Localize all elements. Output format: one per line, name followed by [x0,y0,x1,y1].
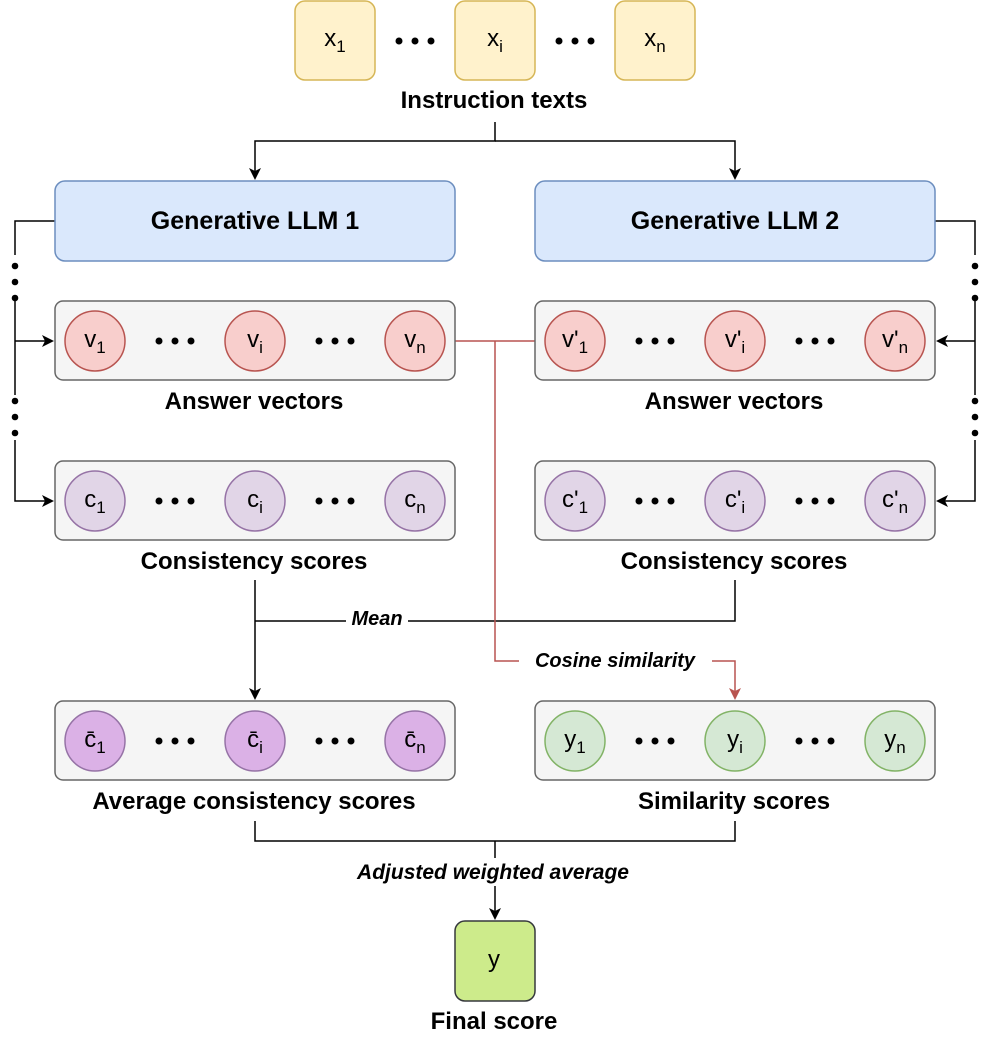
input-box [294,0,376,81]
answer-vector-panel-right-symbol: v'n [882,326,908,357]
weighted-average-label: Adjusted weighted average [356,861,629,884]
final-score-label: Final score [431,1008,558,1035]
similarity-panel-symbol: yi [727,726,743,757]
similarity-panel: y1 yi yn [534,700,936,781]
llm2-box [534,180,936,262]
average-consistency-panel-node [64,710,126,772]
answer-vector-panel-right-symbol: v'i [725,326,745,357]
answer-vector-panel-left-symbol: vi [247,326,263,357]
mean-label: Mean [351,608,402,630]
ellipsis-icon [155,497,195,505]
ellipsis-icon [795,737,835,745]
ellipsis-icon [635,337,675,345]
mean-connector-right [255,580,736,622]
ellipsis-icon [155,737,195,745]
answer-vector-panel-left-node [384,310,446,372]
ellipsis-icon [315,737,355,745]
answer-vector-panel-right-symbol: v'1 [562,326,588,357]
weighted-connector [254,821,736,842]
consistency-panel-right-node [544,470,606,532]
answer-vector-panel-left-symbol: v1 [84,326,105,357]
llm1-feed-line [14,220,55,255]
answer-vector-panel-left-node [64,310,126,372]
ellipsis-icon [395,37,435,45]
average-consistency-panel-node [224,710,286,772]
consistency-panel-right-symbol: c'n [882,486,908,517]
input-symbol: xn [644,25,665,56]
consistency-panel-left-node [384,470,446,532]
ellipsis-icon [315,337,355,345]
split-connector-right [495,140,741,180]
answer-vector-panel-right-node [864,310,926,372]
llm2-feed-line [935,220,976,255]
similarity-panel-node [864,710,926,772]
ellipsis-icon [555,37,595,45]
cosine-similarity-label: Cosine similarity [535,650,696,672]
answer-vector-panel-right-node [544,310,606,372]
input-symbol: x1 [324,25,345,56]
average-consistency-panel-node [384,710,446,772]
consistency-panel-right-symbol: c'i [725,486,745,517]
consistency-panel-right: c'1 c'i c'n [534,460,936,541]
similarity-panel-symbol: y1 [564,726,585,757]
instruction-texts-label: Instruction texts [401,87,588,114]
ellipsis-icon [315,497,355,505]
ellipsis-dots-side [11,262,979,437]
instruction-inputs: x1 xi xn [294,0,696,81]
ellipsis-icon [155,337,195,345]
consistency-panel-right-node [704,470,766,532]
average-consistency-label: Average consistency scores [92,788,415,815]
final-score-value: y [488,946,500,973]
average-consistency-panel: c̄1 c̄i c̄n [54,700,456,781]
similarity-panel-symbol: yn [884,726,905,757]
consistency-panel-left-symbol: ci [247,486,263,517]
llm2-label: Generative LLM 2 [631,207,839,235]
similarity-panel-node [704,710,766,772]
answer-vector-panel-left-node [224,310,286,372]
final-score-box [454,920,536,1002]
average-consistency-panel-symbol: c̄n [404,726,425,757]
answer-vector-panel-left: v1 vi vn [54,300,456,381]
input-symbol: xi [487,25,503,56]
ellipsis-icon [795,497,835,505]
answer-vector-panel-left-symbol: vn [404,326,425,357]
llm2-feed-line-low [936,440,976,507]
vector-panels: v1 vi vn v'1 v'i v'n c1 ci cn c'1 c'i c'n c̄1 c̄i c̄n y… [54,300,936,781]
consistency-panel-right-symbol: c'1 [562,486,588,517]
llm1-box [54,180,456,262]
ellipsis-icon [635,497,675,505]
consistency-panel-left-symbol: c1 [84,486,105,517]
consistency-panel-left-node [224,470,286,532]
ellipsis-icon [635,737,675,745]
input-box [614,0,696,81]
consistency-panel-right-node [864,470,926,532]
llm1-feed-line-low [14,440,54,507]
answer-vector-panel-right: v'1 v'i v'n [534,300,936,381]
consistency-panel-left-node [64,470,126,532]
llm1-label: Generative LLM 1 [151,207,359,235]
answer-vectors-label-right: Answer vectors [645,388,824,415]
consistency-scores-label-right: Consistency scores [621,548,848,575]
average-consistency-panel-symbol: c̄i [247,726,263,757]
consistency-scores-label-left: Consistency scores [141,548,368,575]
answer-vector-panel-right-node [704,310,766,372]
similarity-scores-label: Similarity scores [638,788,830,815]
split-connector [249,122,496,180]
similarity-panel-node [544,710,606,772]
input-box [454,0,536,81]
consistency-panel-left-symbol: cn [404,486,425,517]
ellipsis-icon [795,337,835,345]
consistency-panel-left: c1 ci cn [54,460,456,541]
average-consistency-panel-symbol: c̄1 [84,726,105,757]
answer-vectors-label-left: Answer vectors [165,388,344,415]
